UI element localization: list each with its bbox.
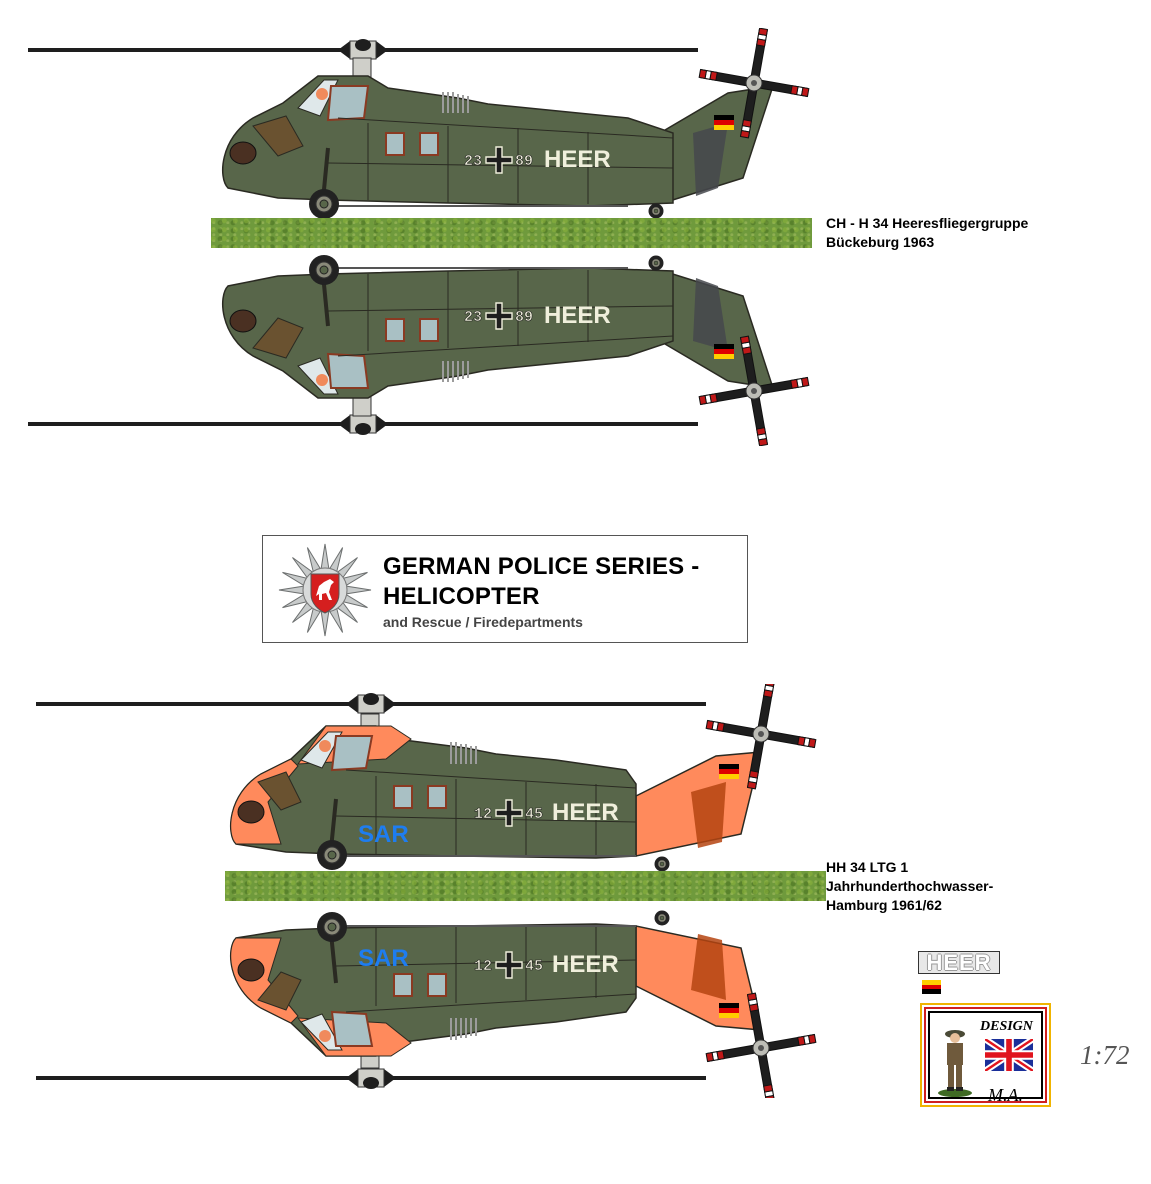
helicopter-illustration: 23 89 HEER: [28, 27, 810, 220]
helicopter-side-view-flipped: 23 89 HEER: [28, 246, 828, 447]
serial-right: 89: [515, 309, 533, 326]
german-flag-icon: [719, 764, 739, 779]
helicopter-side-view: SAR 12 45 HEER: [36, 678, 836, 884]
serial-left: 23: [464, 153, 482, 170]
service-marking: HEER: [544, 146, 611, 173]
service-marking: HEER: [552, 799, 619, 826]
helicopter-side-view-flipped: SAR 12 45 HEER: [36, 898, 836, 1104]
series-title-line1: GERMAN POLICE SERIES -: [383, 553, 700, 580]
helicopter-illustration: 23 89 HEER: [28, 254, 810, 447]
scale-label: 1:72: [1080, 1040, 1130, 1070]
ground-strip: [225, 871, 826, 901]
series-title-box: GERMAN POLICE SERIES - HELICOPTER and Re…: [262, 535, 748, 643]
profile-caption: HH 34 LTG 1 Jahrhunderthochwasser- Hambu…: [826, 859, 994, 913]
german-flag-icon: [922, 980, 941, 994]
role-marking: SAR: [358, 821, 409, 848]
helicopter-illustration: SAR 12 45 HEER: [36, 678, 817, 872]
helicopter-illustration: SAR 12 45 HEER: [36, 910, 817, 1104]
ground-strip: [211, 218, 812, 248]
police-star-emblem-icon: [278, 543, 372, 637]
union-jack-icon: [985, 1039, 1033, 1071]
service-marking: HEER: [544, 302, 611, 329]
serial-left: 12: [474, 806, 492, 823]
serial-left: 23: [464, 309, 482, 326]
helicopter-side-view: 23 89 HEER: [28, 27, 828, 228]
designer-signature-box: DESIGN M.A.: [920, 1003, 1051, 1107]
serial-right: 45: [525, 958, 543, 975]
german-flag-icon: [719, 1003, 739, 1018]
series-title-line2: HELICOPTER: [383, 583, 540, 610]
serial-right: 89: [515, 153, 533, 170]
german-flag-icon: [714, 115, 734, 130]
heer-marking-sample: HEER: [918, 951, 1000, 974]
series-subtitle: and Rescue / Firedepartments: [383, 614, 583, 630]
serial-left: 12: [474, 958, 492, 975]
design-label: DESIGN: [980, 1019, 1033, 1034]
german-flag-icon: [714, 344, 734, 359]
service-marking: HEER: [552, 951, 619, 978]
designer-initials: M.A.: [988, 1085, 1023, 1105]
soldier-figure-icon: [938, 1030, 972, 1097]
profile-caption: CH - H 34 Heeresfliegergruppe Bückeburg …: [826, 215, 1029, 250]
series-title: GERMAN POLICE SERIES - HELICOPTER: [383, 552, 699, 612]
serial-right: 45: [525, 806, 543, 823]
role-marking: SAR: [358, 945, 409, 972]
